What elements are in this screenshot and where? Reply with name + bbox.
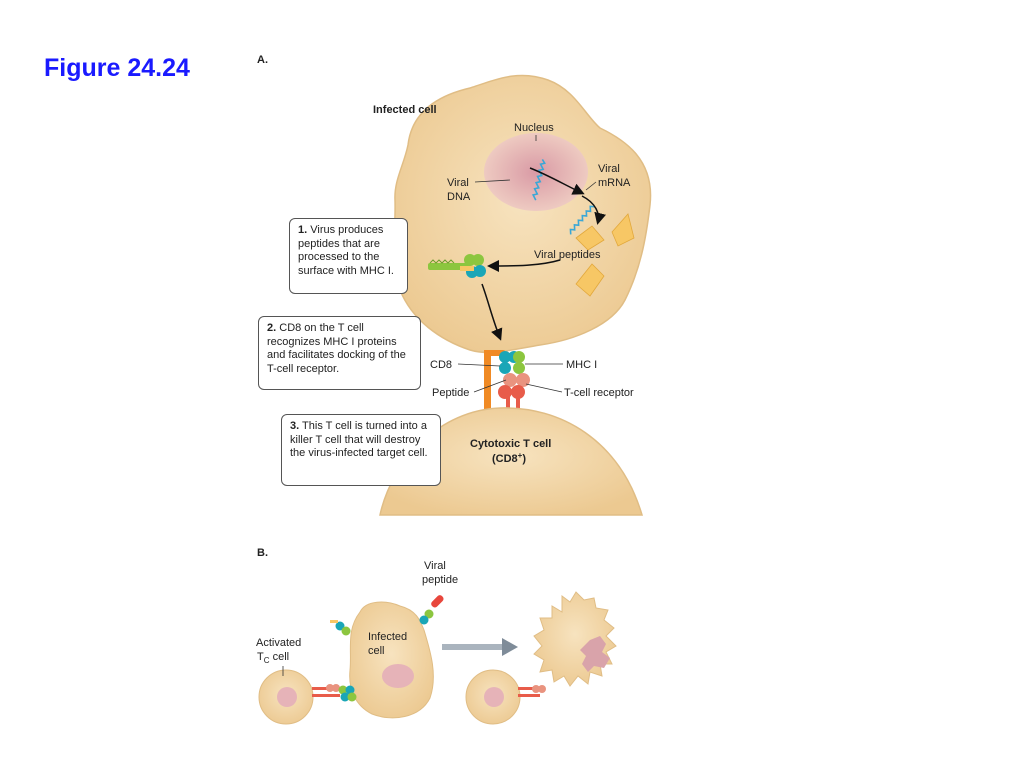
cd8-label: CD8 xyxy=(430,359,452,371)
tcell-receptor-label: T-cell receptor xyxy=(564,387,634,399)
immunological-synapse xyxy=(484,350,530,424)
infected-cell-b-label-1: Infected xyxy=(368,631,407,643)
destroyed-infected-cell xyxy=(533,591,617,687)
viral-mrna-label-2: mRNA xyxy=(598,177,631,189)
viral-peptide-label-2: peptide xyxy=(422,574,458,586)
cytotoxic-t-cell-label: Cytotoxic T cell xyxy=(470,438,551,450)
panel-b-label: B. xyxy=(257,547,268,559)
viral-dna-label-1: Viral xyxy=(447,177,469,189)
viral-dna-label-2: DNA xyxy=(447,191,471,203)
mhc-top-left xyxy=(330,620,351,636)
nucleus xyxy=(484,133,588,211)
step-2-number: 2. xyxy=(267,322,277,334)
viral-mrna-label-1: Viral xyxy=(598,163,620,175)
step-1-number: 1. xyxy=(298,224,308,236)
infected-cell-b-label-2: cell xyxy=(368,645,385,657)
peptide-label: Peptide xyxy=(432,387,469,399)
activated-tc-nucleus xyxy=(277,687,297,707)
mhc-viral-peptide xyxy=(419,595,444,625)
step-2-text: CD8 on the T cell recognizes MHC I prote… xyxy=(267,322,406,375)
viral-mrna xyxy=(569,205,595,235)
infected-cell-label: Infected cell xyxy=(373,104,437,116)
panel-a-label: A. xyxy=(257,54,268,66)
viral-peptide-label-1: Viral xyxy=(424,560,446,572)
step-3-number: 3. xyxy=(290,420,300,432)
surface-mhc-complex xyxy=(428,254,486,278)
step-2-callout: 2. CD8 on the T cell recognizes MHC I pr… xyxy=(258,316,421,390)
step-3-callout: 3. This T cell is turned into a killer T… xyxy=(281,414,441,486)
transition-arrow xyxy=(442,638,518,656)
viral-dna xyxy=(531,158,546,201)
fragmented-nucleus xyxy=(580,636,610,672)
step-1-callout: 1. Virus produces peptides that are proc… xyxy=(289,218,408,294)
cd8-plus-label: (CD8+) xyxy=(492,451,526,466)
infected-cell-b xyxy=(349,601,434,719)
activated-tc-label: Activated xyxy=(256,637,301,649)
infected-cell-body xyxy=(393,74,652,354)
figure-title: Figure 24.24 xyxy=(44,54,190,82)
step-3-text: This T cell is turned into a killer T ce… xyxy=(290,420,428,459)
infected-cell-b-nucleus xyxy=(382,664,414,688)
viral-peptides xyxy=(575,213,635,297)
tc-cell-after-nucleus xyxy=(484,687,504,707)
step-1-text: Virus produces peptides that are process… xyxy=(298,224,394,277)
viral-peptides-label: Viral peptides xyxy=(534,249,601,261)
mhc1-label: MHC I xyxy=(566,359,597,371)
tc-cell-label: TC cell xyxy=(257,651,289,665)
tc-contact-complex xyxy=(312,684,357,702)
nucleus-label: Nucleus xyxy=(514,122,554,134)
